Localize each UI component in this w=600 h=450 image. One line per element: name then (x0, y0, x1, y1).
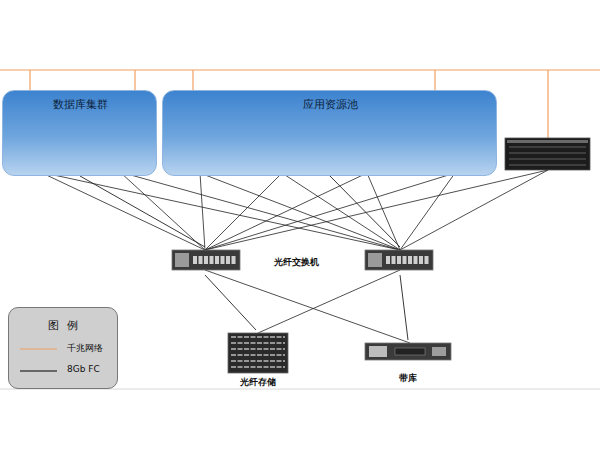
fc-cable (120, 172, 400, 250)
tape-library-icon (365, 343, 451, 360)
shape (386, 256, 390, 264)
node-label: 应用资源池 (303, 97, 358, 112)
shape (395, 348, 425, 355)
node-label: 带库 (399, 372, 417, 385)
fc-link (330, 176, 400, 247)
shape (228, 333, 288, 373)
shape (403, 256, 407, 264)
fc-link (80, 176, 205, 247)
switch-group: 光纤交换机 (170, 247, 448, 275)
shape (210, 256, 214, 264)
fc-cable (282, 173, 400, 250)
fc-cable (205, 173, 367, 250)
fc-cable (200, 173, 205, 250)
shape (432, 347, 446, 356)
shape (392, 256, 396, 264)
shape (509, 146, 586, 148)
shape (226, 256, 230, 264)
shape (509, 152, 586, 154)
node-label: 数据库集群 (53, 97, 108, 112)
shape (175, 253, 189, 267)
shape (419, 256, 423, 264)
fc-switch-icon (365, 250, 433, 270)
fc-cable (400, 170, 548, 250)
shape (231, 366, 285, 368)
shape (232, 256, 236, 264)
fc-link (400, 275, 408, 340)
shape (507, 140, 588, 143)
shape (365, 343, 451, 360)
pool-panel: 应用资源池 (162, 90, 497, 176)
shape (231, 342, 285, 344)
shape (408, 256, 412, 264)
legend-title: 图例 (48, 318, 86, 333)
shape (231, 354, 285, 356)
fc-cable (400, 173, 455, 250)
node-label: 光纤存储 (240, 376, 276, 389)
legend-line (20, 370, 57, 371)
tape-node: 带库 (360, 340, 456, 386)
fc-cable (40, 172, 205, 250)
shape (365, 250, 433, 270)
shape (231, 360, 285, 362)
legend-text: 千兆网络 (67, 342, 103, 355)
shape (231, 336, 285, 338)
fc-switch-icon (172, 250, 240, 270)
fc-cable (205, 270, 410, 343)
cluster-panel: 数据库集群 (2, 90, 157, 176)
fc-cable (40, 172, 400, 250)
shape (414, 256, 418, 264)
shape (509, 158, 586, 160)
shape (397, 256, 401, 264)
shape (425, 256, 429, 264)
storage-icon (228, 333, 288, 373)
shape (369, 346, 387, 357)
shape (204, 256, 208, 264)
legend-line (20, 348, 57, 349)
fc-cable (367, 173, 400, 250)
fc-cable (258, 270, 400, 333)
shape (231, 348, 285, 350)
fc-cable (205, 170, 548, 250)
legend-box: 图例千兆网络 8Gb FC (8, 307, 118, 389)
fc-cable (205, 173, 455, 250)
shape (172, 250, 240, 270)
shape (193, 256, 197, 264)
legend-text: 8Gb FC (67, 364, 100, 374)
gigabit-bus (0, 69, 600, 70)
shape (215, 256, 219, 264)
storage-node: 光纤存储 (222, 330, 294, 390)
shape (221, 256, 225, 264)
node-label: 光纤交换机 (274, 256, 319, 269)
shape (199, 256, 203, 264)
shape (505, 138, 590, 170)
server-icon (505, 138, 590, 170)
shape (368, 253, 382, 267)
shape (509, 164, 586, 166)
fc-link (205, 275, 256, 330)
